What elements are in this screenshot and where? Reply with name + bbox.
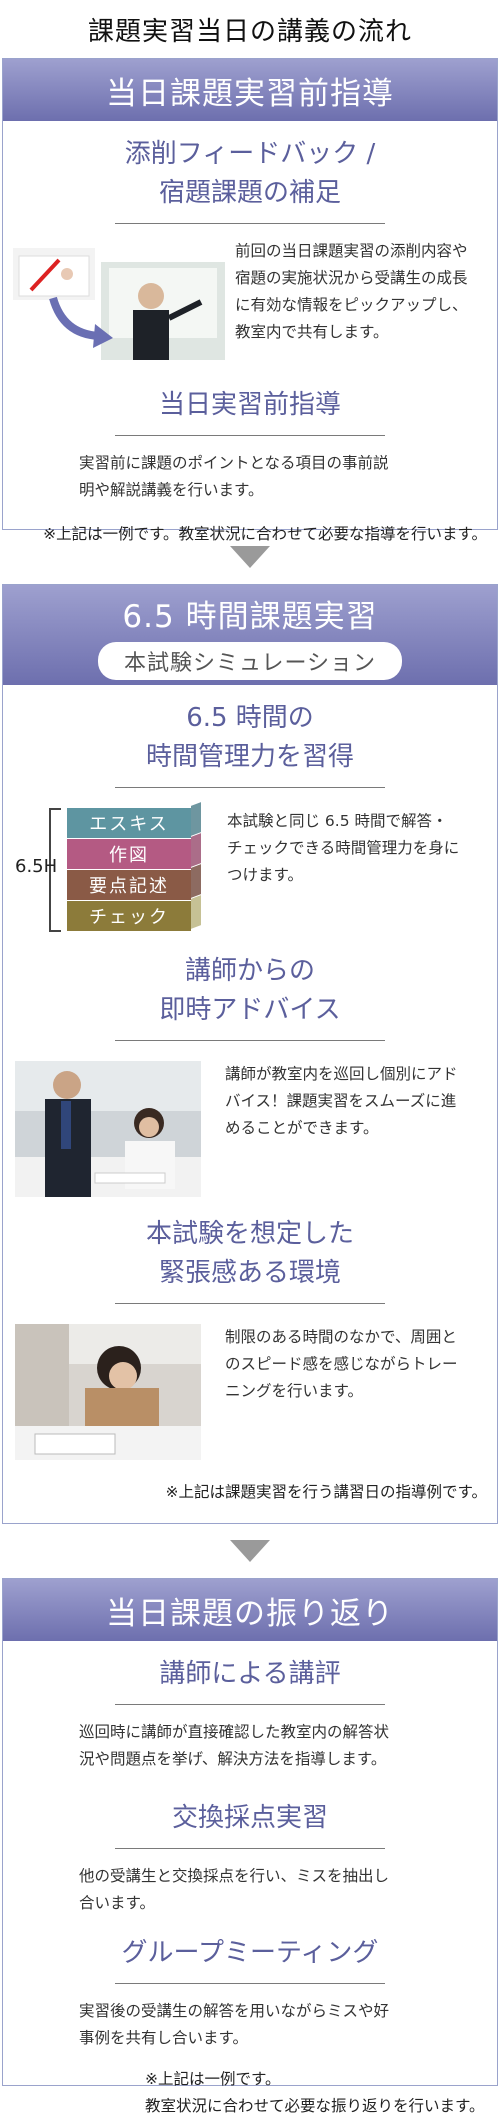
advice-text-line: バイス！課題実習をスムーズに進 [225,1092,457,1111]
heading-feedback-line2: 宿題課題の補足 [158,178,341,208]
heading-rule [115,1040,385,1041]
heading-feedback-line1: 添削フィードバック / [124,139,376,169]
heading-advice: 講師からの 即時アドバイス [3,952,497,1030]
stack-block-summary: 要点記述 [67,864,201,900]
heading-rule [115,1982,385,1984]
environment-text-line: のスピード感を感じながらトレー [225,1355,458,1374]
band-subtitle-pill: 本試験シミュレーション [97,641,403,680]
note-line: 教室状況に合わせて必要な振り返りを行います。 [145,2096,485,2115]
feedback-text-line: に有効な情報をピックアップし、 [235,296,468,315]
stack-bracket [49,808,61,932]
section-band-pre-guidance: 当日課題実習前指導 [3,59,497,121]
heading-rule [115,435,385,436]
section-note: ※上記は一例です。 教室状況に合わせて必要な振り返りを行います。 [145,2066,497,2116]
pre-practice-text-line: 実習前に課題のポイントとなる項目の事前説 [79,454,389,472]
page-title: 課題実習当日の講義の流れ [87,16,412,47]
advice-text-line: めることができます。 [225,1119,379,1138]
down-arrow-icon [230,546,270,568]
critique-text-line: 巡回時に講師が直接確認した教室内の解答状 [79,1723,390,1741]
feedback-illustration [13,248,225,360]
exchange-text-line: 他の受講生と交換採点を行い、ミスを抽出し [79,1867,390,1886]
heading-pre-practice: 当日実習前指導 [158,390,341,420]
heading-rule [115,1303,385,1304]
stack-block-label: 要点記述 [89,876,169,897]
stack-block-label: チェック [89,907,169,928]
stack-label: 6.5H [15,856,58,877]
time-stack-diagram: 6.5H エスキス 作図 要点記述 チェック [15,802,215,932]
heading-environment-line1: 本試験を想定した [145,1219,354,1249]
critique-text-line: 況や問題点を挙げ、解決方法を指導します。 [79,1750,387,1769]
down-arrow-icon [230,1540,270,1562]
heading-feedback: 添削フィードバック / 宿題課題の補足 [3,135,497,213]
section-practice: 6.5 時間課題実習 本試験シミュレーション 6.5 時間の 時間管理力を習得 … [2,584,498,1524]
feedback-text-line: 宿題の実施状況から受講生の成長 [235,269,468,288]
heading-rule [115,787,385,788]
heading-critique: 講師による講評 [159,1659,341,1689]
heading-advice-line1: 講師からの [184,956,315,986]
environment-text-line: ニングを行います。 [225,1382,363,1401]
heading-exchange-grading: 交換採点実習 [171,1803,328,1834]
stack-block-label: 作図 [109,845,149,866]
section-pre-guidance: 当日課題実習前指導 添削フィードバック / 宿題課題の補足 [2,58,498,543]
advice-photo [15,1061,201,1197]
heading-advice-line2: 即時アドバイス [159,995,341,1025]
stack-block-drawing: 作図 [67,833,201,869]
heading-environment: 本試験を想定した 緊張感ある環境 [3,1215,497,1293]
environment-text-line: 制限のある時間のなかで、周囲と [225,1328,457,1346]
heading-rule [115,1704,385,1705]
time-text-line: 本試験と同じ 6.5 時間で解答・ [227,812,448,830]
time-text-line: チェックできる時間管理力を身に [227,839,460,858]
exchange-text-line: 合います。 [79,1894,155,1913]
heading-time-management-line2: 時間管理力を習得 [145,742,354,772]
pre-practice-text-line: 明や解説講義を行います。 [79,481,264,500]
heading-time-management: 6.5 時間の 時間管理力を習得 [3,699,497,777]
group-text-line: 事例を共有し合います。 [79,2028,248,2047]
stack-block-label: エスキス [89,814,169,835]
section-band-practice: 6.5 時間課題実習 本試験シミュレーション [3,585,497,685]
heading-time-management-line1: 6.5 時間の [186,703,314,733]
feedback-text-line: 前回の当日課題実習の添削内容や [235,242,468,260]
environment-photo [15,1324,201,1460]
heading-rule [115,1848,385,1850]
time-text-line: つけます。 [227,866,303,885]
feedback-photo [13,248,225,360]
band-title: 6.5 時間課題実習 [122,598,378,635]
section-note: ※上記は一例です。教室状況に合わせて必要な指導を行います。 [43,525,487,544]
stack-block-check: チェック [67,895,201,931]
heading-rule [115,223,385,224]
heading-group-meeting: グループミーティング [121,1937,379,1968]
advice-text-line: 講師が教室内を巡回し個別にアド [225,1065,458,1083]
stack-block-esquisse: エスキス [67,802,201,838]
section-review: 当日課題の振り返り 講師による講評 巡回時に講師が直接確認した教室内の解答状 況… [2,1578,498,2115]
feedback-text-line: 教室内で共有します。 [235,323,389,342]
group-text-line: 実習後の受講生の解答を用いながらミスや好 [79,2001,390,2020]
section-note: ※上記は課題実習を行う講習日の指導例です。 [165,1483,487,1501]
note-line: ※上記は一例です。 [145,2069,281,2088]
section-band-review: 当日課題の振り返り [3,1579,497,1641]
heading-environment-line2: 緊張感ある環境 [158,1258,341,1288]
